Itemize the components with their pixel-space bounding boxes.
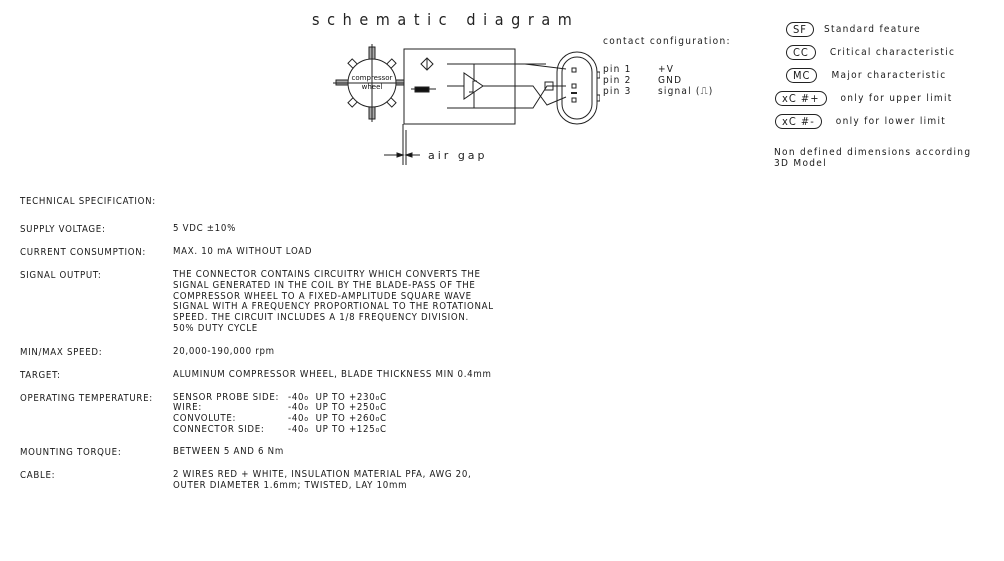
spec-row-current-consumption: CURRENT CONSUMPTION:MAX. 10 mA WITHOUT L… (20, 246, 313, 258)
technical-specification: TECHNICAL SPECIFICATION: SUPPLY VOLTAGE:… (20, 196, 494, 504)
schematic-title: schematic diagram (312, 10, 580, 29)
air-gap-label: air gap (428, 149, 488, 162)
wheel-label: compressor (352, 74, 393, 82)
cc-badge: CC (786, 45, 816, 60)
spec-row-target: TARGET:ALUMINUM COMPRESSOR WHEEL, BLADE … (20, 368, 492, 381)
compressor-wheel-icon (333, 44, 412, 122)
upper-limit-badge: xC #+ (775, 91, 827, 106)
spec-row-operating-temperature: OPERATING TEMPERATURE: SENSOR PROBE SIDE… (20, 391, 387, 435)
connector-icon (544, 51, 600, 125)
spec-heading: TECHNICAL SPECIFICATION: (20, 196, 156, 207)
spec-row-speed: MIN/MAX SPEED:20,000-190,000 rpm (20, 345, 275, 358)
legend-item-upper: xC #+only for upper limit (775, 87, 955, 110)
resistor-icon (414, 86, 430, 93)
spec-row-cable: CABLE:2 WIRES RED + WHITE, INSULATION MA… (20, 469, 472, 491)
mc-badge: MC (786, 68, 818, 83)
svg-text:wheel: wheel (362, 83, 383, 91)
spec-row-signal-output: SIGNAL OUTPUT:THE CONNECTOR CONTAINS CIR… (20, 269, 494, 334)
lower-limit-badge: xC #- (775, 114, 822, 129)
sf-badge: SF (786, 22, 814, 37)
schematic-drawing: compressor wheel (333, 44, 600, 165)
spec-row-supply-voltage: SUPPLY VOLTAGE:5 VDC ±10% (20, 223, 236, 235)
coil-icon (420, 57, 434, 71)
contact-configuration-title: contact configuration: (603, 36, 731, 47)
spec-row-mounting-torque: MOUNTING TORQUE:BETWEEN 5 AND 6 Nm (20, 446, 284, 459)
pin-row-1: pin 1+V (603, 64, 675, 75)
legend-note: Non defined dimensions according 3D Mode… (774, 147, 972, 169)
legend-item-lower: xC #-only for lower limit (775, 110, 955, 133)
